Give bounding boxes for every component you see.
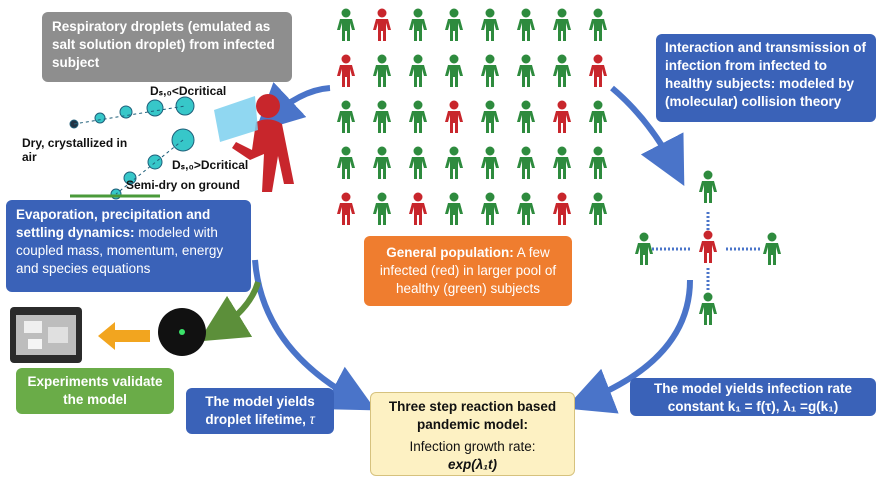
rate-box: The model yields infection rate constant… <box>630 378 876 416</box>
infected-person-icon <box>445 100 463 133</box>
healthy-person-icon <box>553 8 571 41</box>
healthy-person-icon <box>373 192 391 225</box>
healthy-person-icon <box>409 54 427 87</box>
healthy-person-icon <box>481 100 499 133</box>
evaporation-rest: modeled with coupled mass, momentum, ene… <box>16 225 224 276</box>
infected-person-icon <box>553 100 571 133</box>
healthy-person-icon <box>699 170 717 203</box>
healthy-person-icon <box>553 54 571 87</box>
ds-less-label: Dₛ,₀<Dcritical <box>150 84 227 98</box>
arrow-evaporation-to-model <box>252 259 376 411</box>
semidry-label: Semi-dry on ground <box>126 178 240 192</box>
spray-cloud <box>214 96 258 142</box>
infected-person-icon <box>589 54 607 87</box>
droplets-text: Respiratory droplets (emulated as salt s… <box>52 19 275 70</box>
collision-diagram <box>635 170 781 325</box>
healthy-person-icon <box>635 232 653 265</box>
healthy-person-icon <box>589 100 607 133</box>
experiments-box: Experiments validate the model <box>16 368 174 414</box>
healthy-person-icon <box>445 146 463 179</box>
healthy-person-icon <box>517 100 535 133</box>
healthy-person-icon <box>445 8 463 41</box>
experiments-text: Experiments validate the model <box>27 374 163 407</box>
interaction-rest: modeled by (molecular) collision theory <box>665 76 855 109</box>
healthy-person-icon <box>409 8 427 41</box>
healthy-person-icon <box>481 54 499 87</box>
healthy-person-icon <box>517 146 535 179</box>
droplet-trajectory <box>69 96 195 200</box>
population-rest: A few infected (red) in larger pool of h… <box>379 245 557 296</box>
healthy-person-icon <box>373 54 391 87</box>
growth-label: Infection growth rate: <box>409 439 536 454</box>
healthy-person-icon <box>445 54 463 87</box>
arrow-orange <box>98 322 150 350</box>
ds-greater-label: Dₛ,₀>Dcritical <box>172 158 249 172</box>
population-bold: General population: <box>386 245 514 260</box>
dry-label: Dry, crystallized in air <box>22 136 128 164</box>
healthy-person-icon <box>337 100 355 133</box>
healthy-person-icon <box>553 146 571 179</box>
pandemic-model-box: Three step reaction based pandemic model… <box>370 392 575 476</box>
interaction-box: Interaction and transmission of infectio… <box>656 34 876 122</box>
lifetime-symbol: τ <box>309 412 315 427</box>
healthy-person-icon <box>409 100 427 133</box>
lifetime-box: The model yields droplet lifetime, τ <box>186 388 334 434</box>
arrow-population-to-transmission <box>610 85 685 186</box>
healthy-person-icon <box>481 146 499 179</box>
rate-line1: The model yields infection rate <box>653 381 853 396</box>
healthy-person-icon <box>481 8 499 41</box>
arrow-transmission-to-model <box>565 279 693 414</box>
healthy-person-icon <box>481 192 499 225</box>
healthy-person-icon <box>337 8 355 41</box>
population-box: General population: A few infected (red)… <box>364 236 572 306</box>
growth-formula: exp(λ₁t) <box>447 457 497 472</box>
infected-person-icon <box>232 94 294 192</box>
pandemic-title: Three step reaction based pandemic model… <box>388 399 557 432</box>
infected-person-icon <box>553 192 571 225</box>
healthy-person-icon <box>373 100 391 133</box>
healthy-person-icon <box>589 8 607 41</box>
infected-person-icon <box>337 192 355 225</box>
population-grid <box>337 8 607 225</box>
healthy-person-icon <box>409 146 427 179</box>
lifetime-text: The model yields droplet lifetime, <box>205 394 315 427</box>
evaporation-box: Evaporation, precipitation and settling … <box>6 200 251 292</box>
interaction-bold: Interaction and transmission of infectio… <box>665 40 867 91</box>
healthy-person-icon <box>589 146 607 179</box>
evaporation-bold: Evaporation, precipitation and settling … <box>16 207 211 240</box>
arrow-to-experiments <box>198 281 261 342</box>
rate-line2: constant k₁ = f(τ), λ₁ =g(k₁) <box>667 399 839 414</box>
healthy-person-icon <box>699 292 717 325</box>
healthy-person-icon <box>517 192 535 225</box>
infected-person-icon <box>373 8 391 41</box>
droplets-box: Respiratory droplets (emulated as salt s… <box>42 12 292 82</box>
healthy-person-icon <box>445 192 463 225</box>
infected-person-icon <box>409 192 427 225</box>
crystal-sample-image <box>10 307 82 363</box>
infected-person-icon <box>699 230 717 263</box>
infected-person-icon <box>337 54 355 87</box>
healthy-person-icon <box>589 192 607 225</box>
healthy-person-icon <box>517 8 535 41</box>
healthy-person-icon <box>763 232 781 265</box>
healthy-person-icon <box>373 146 391 179</box>
healthy-person-icon <box>517 54 535 87</box>
healthy-person-icon <box>337 146 355 179</box>
